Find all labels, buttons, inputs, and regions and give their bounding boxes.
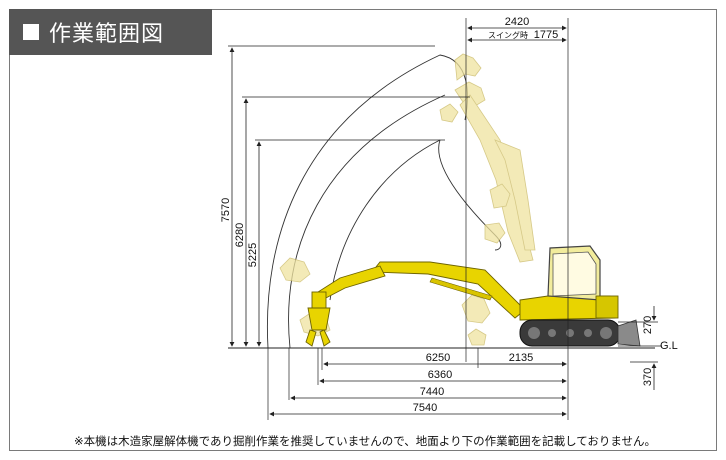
excavator xyxy=(305,245,641,347)
square-icon xyxy=(23,24,39,40)
diagram-frame xyxy=(9,9,717,451)
track-rollers xyxy=(528,327,612,339)
ghost-attachment-bottom xyxy=(461,294,491,346)
label-ground-level: G.L xyxy=(660,340,678,352)
dim-6360: 6360 xyxy=(428,369,452,381)
boom xyxy=(371,261,526,319)
dim-1775: 1775 xyxy=(534,29,558,41)
dim-2135: 2135 xyxy=(509,352,533,364)
dim-7440: 7440 xyxy=(420,386,444,398)
top-dimension-lines xyxy=(467,25,567,43)
ghost-boom-raised xyxy=(459,94,536,263)
dim-5225: 5225 xyxy=(247,243,259,267)
dim-370: 370 xyxy=(642,368,654,386)
dim-7570: 7570 xyxy=(220,198,232,222)
arm xyxy=(317,265,386,301)
right-dimension-lines xyxy=(618,306,662,390)
dim-270: 270 xyxy=(642,316,654,334)
hydraulic-cylinder xyxy=(429,277,493,301)
dim-7540: 7540 xyxy=(413,402,437,414)
grapple xyxy=(305,291,331,347)
dim-2420: 2420 xyxy=(505,16,529,28)
vertical-dimension-lines xyxy=(229,47,262,347)
page-title: 作業範囲図 xyxy=(49,22,165,47)
bottom-dimension-lines xyxy=(269,361,567,417)
dim-6280: 6280 xyxy=(234,223,246,247)
footnote: ※本機は木造家屋解体機であり掘削作業を推奨していませんので、地面より下の作業範囲… xyxy=(73,434,657,448)
cab-window xyxy=(552,251,597,297)
dozer-blade xyxy=(617,319,641,347)
dim-swing-label: スイング時 xyxy=(488,30,528,40)
counterweight xyxy=(595,295,619,319)
dim-6250: 6250 xyxy=(426,352,450,364)
reference-lines xyxy=(228,18,569,420)
title-tab: 作業範囲図 xyxy=(9,9,212,55)
